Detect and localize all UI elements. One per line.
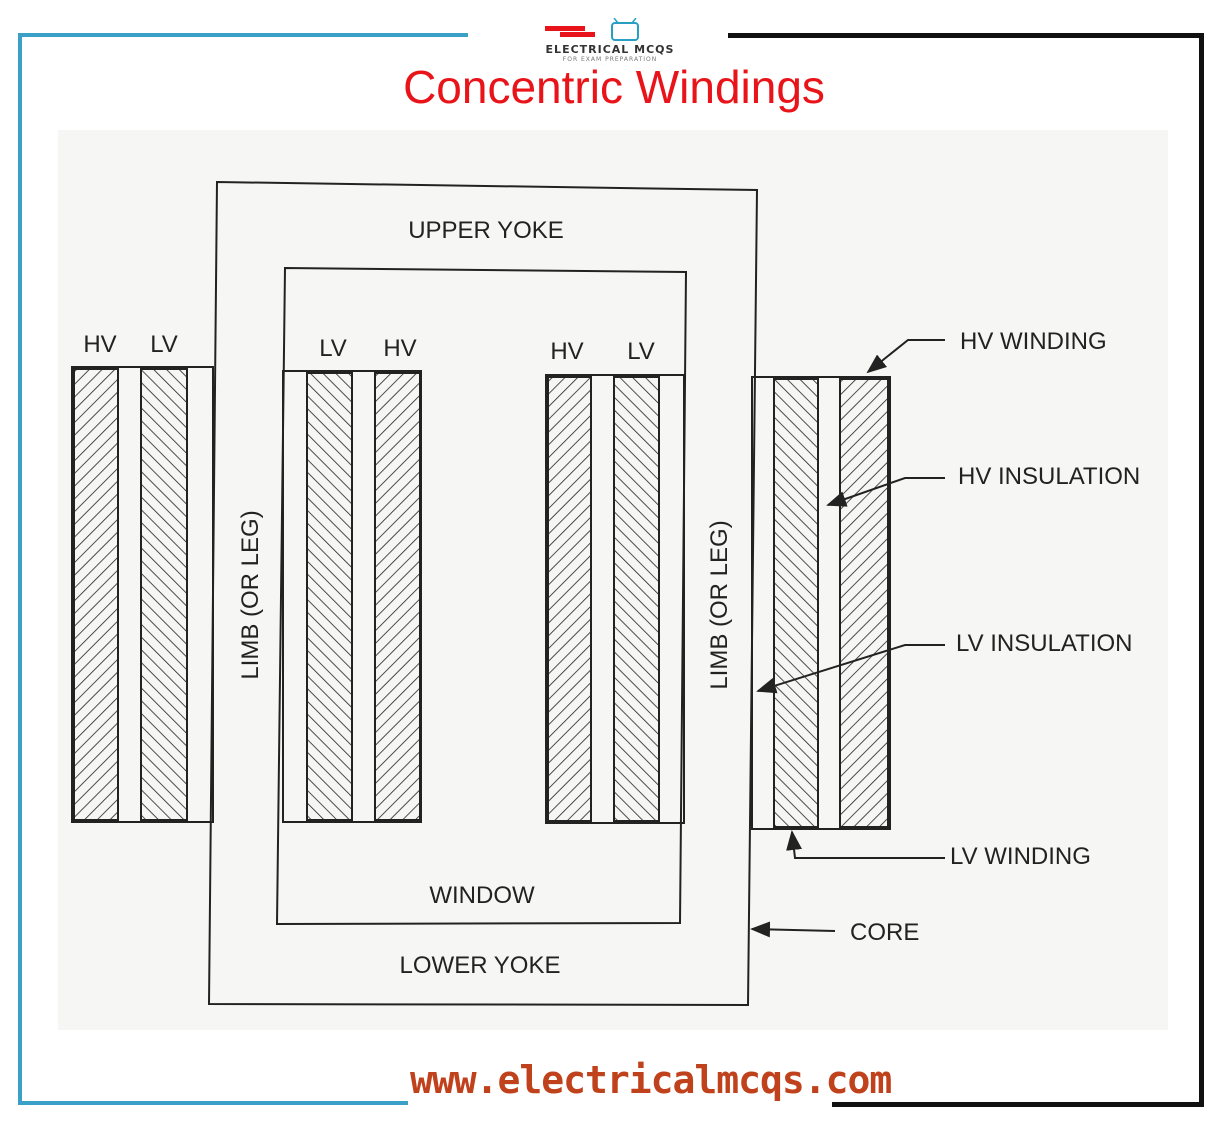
hv-winding-col4 (839, 378, 889, 828)
frame-border-right (1199, 33, 1204, 1107)
hv-winding-col1 (73, 368, 119, 821)
label-hv-winding: HV WINDING (960, 328, 1107, 355)
lv-winding-col4 (773, 378, 819, 828)
label-lv-winding: LV WINDING (950, 843, 1091, 870)
lv-winding-col1 (140, 368, 188, 821)
lv-winding-col3 (613, 376, 660, 822)
hv-winding-col2 (374, 372, 421, 821)
callout-line-lv-winding (786, 830, 945, 859)
callout-line-lv-insulation (756, 644, 945, 694)
label-lower-yoke: LOWER YOKE (400, 952, 561, 979)
callout-line-hv-insulation (826, 477, 945, 507)
callout-line-hv-winding (866, 339, 945, 374)
frame-border-top-left (18, 33, 468, 37)
lv-winding-col2 (306, 372, 353, 821)
coil-box-right-inner (545, 374, 685, 824)
frame-border-top-right (728, 33, 1203, 38)
label-hv-insulation: HV INSULATION (958, 463, 1140, 490)
label-col2-hv: HV (383, 335, 416, 362)
label-col1-hv: HV (83, 331, 116, 358)
label-limb-left: LIMB (OR LEG) (237, 510, 264, 679)
label-col3-lv: LV (627, 338, 655, 365)
label-limb-right: LIMB (OR LEG) (706, 520, 733, 689)
frame-border-bottom-left (18, 1101, 408, 1105)
site-logo: ELECTRICAL MCQS FOR EXAM PREPARATION (490, 18, 730, 68)
page-title: Concentric Windings (403, 61, 825, 113)
coil-box-left-outer (71, 366, 214, 823)
label-core: CORE (850, 919, 919, 946)
callout-line-core (750, 921, 836, 938)
label-window: WINDOW (429, 882, 535, 909)
hv-winding-col3 (547, 376, 592, 822)
coil-box-right-outer (751, 376, 891, 830)
website-url[interactable]: www.electricalmcqs.com (410, 1058, 892, 1102)
frame-border-bottom-right (832, 1102, 1204, 1107)
label-col3-hv: HV (550, 338, 583, 365)
core-window (275, 266, 688, 926)
logo-tagline: FOR EXAM PREPARATION (562, 56, 658, 63)
tv-icon (545, 18, 639, 41)
logo-name: ELECTRICAL MCQS (545, 43, 675, 56)
label-col2-lv: LV (319, 335, 347, 362)
core-outer (207, 180, 759, 1007)
label-upper-yoke: UPPER YOKE (408, 217, 564, 244)
label-col1-lv: LV (150, 331, 178, 358)
label-lv-insulation: LV INSULATION (956, 630, 1132, 657)
frame-border-left (18, 33, 22, 1105)
